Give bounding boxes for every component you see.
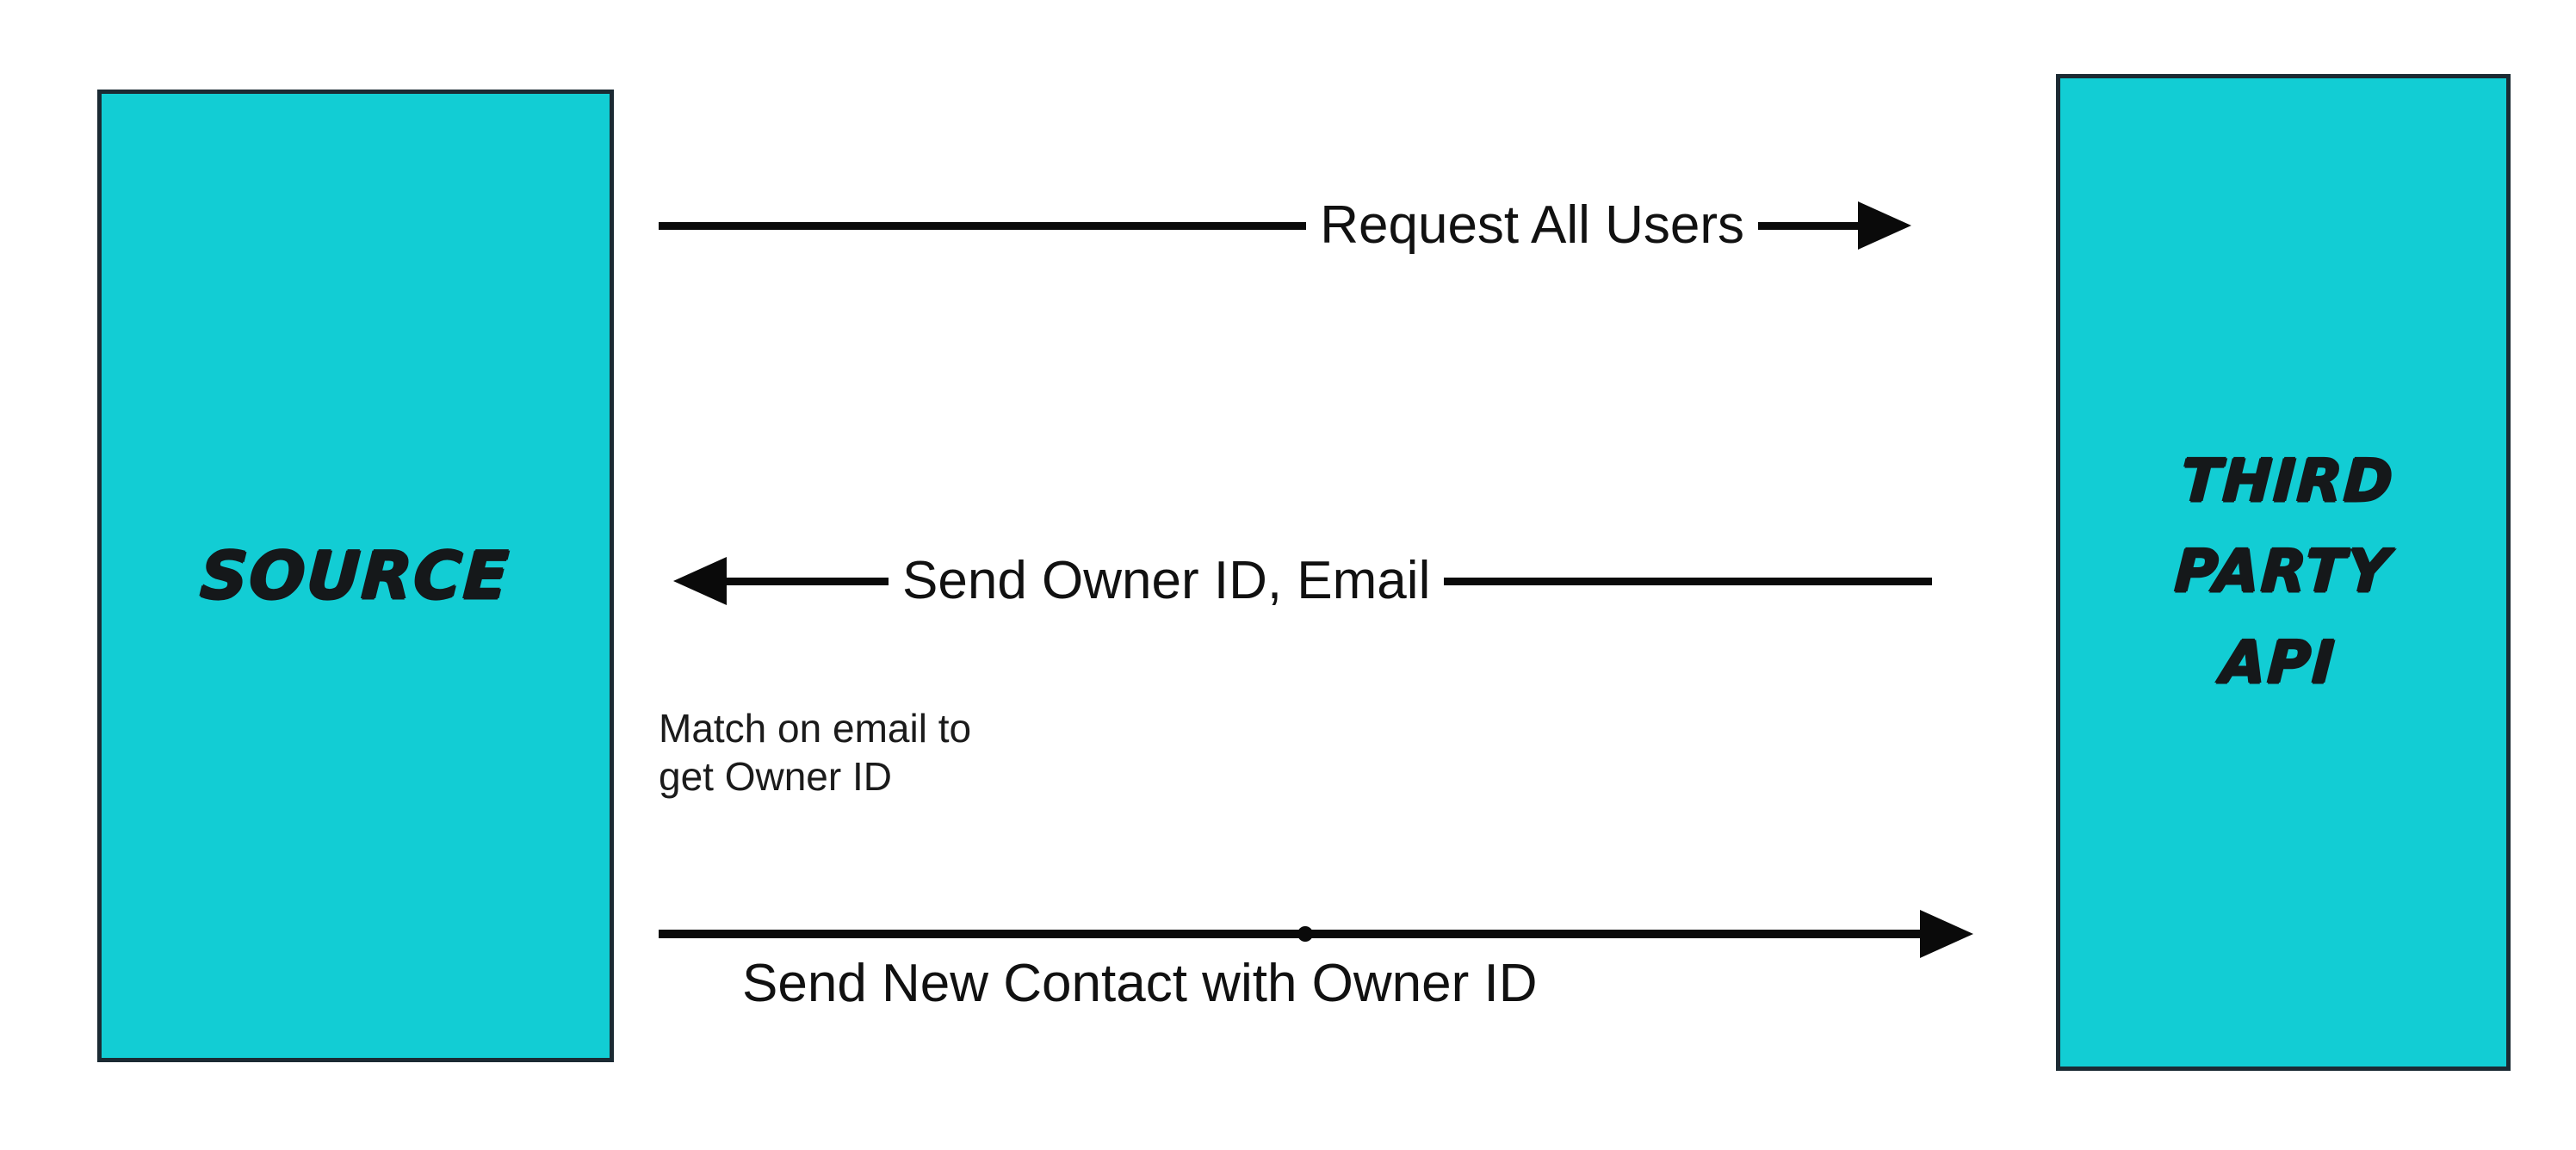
entity-box-source[interactable]: SOURCE [97, 90, 614, 1062]
message-arrow-send-owner-id-email[interactable]: Send Owner ID, Email [673, 553, 1932, 609]
arrowhead-right-icon [1920, 910, 1973, 958]
arrowhead-right-icon [1858, 201, 1911, 250]
note-line-2: get Owner ID [659, 754, 892, 800]
entity-label-api-line-3: API [2219, 628, 2338, 697]
arrowhead-left-icon [673, 557, 727, 605]
entity-label-third-party-api: THIRD PARTY API [2168, 436, 2399, 708]
message-label-request-all-users: Request All Users [1320, 195, 1744, 255]
note-line-1: Match on email to [659, 706, 972, 751]
message-arrow-request-all-users[interactable]: Request All Users [659, 198, 1911, 253]
arrow-line-segment-right [1444, 577, 1932, 585]
arrow-line-segment-right [1758, 221, 1860, 230]
message-label-send-owner-id-email: Send Owner ID, Email [902, 551, 1431, 610]
arrow-line-segment-left [725, 577, 889, 585]
entity-label-api-line-1: THIRD [2179, 447, 2397, 516]
entity-label-source: SOURCE [198, 525, 512, 627]
message-arrow-send-new-contact[interactable] [659, 908, 1973, 960]
arrow-line-segment-full [659, 930, 1922, 938]
arrow-line-segment-left [659, 221, 1307, 230]
entity-label-source-line-1: SOURCE [199, 537, 512, 615]
entity-label-api-line-2: PARTY [2173, 538, 2393, 607]
arrow-midpoint-marker-icon [1297, 926, 1313, 942]
message-label-send-new-contact: Send New Contact with Owner ID [742, 954, 1538, 1013]
entity-box-third-party-api[interactable]: THIRD PARTY API [2056, 74, 2511, 1071]
note-match-on-email: Match on email to get Owner ID [659, 704, 971, 801]
